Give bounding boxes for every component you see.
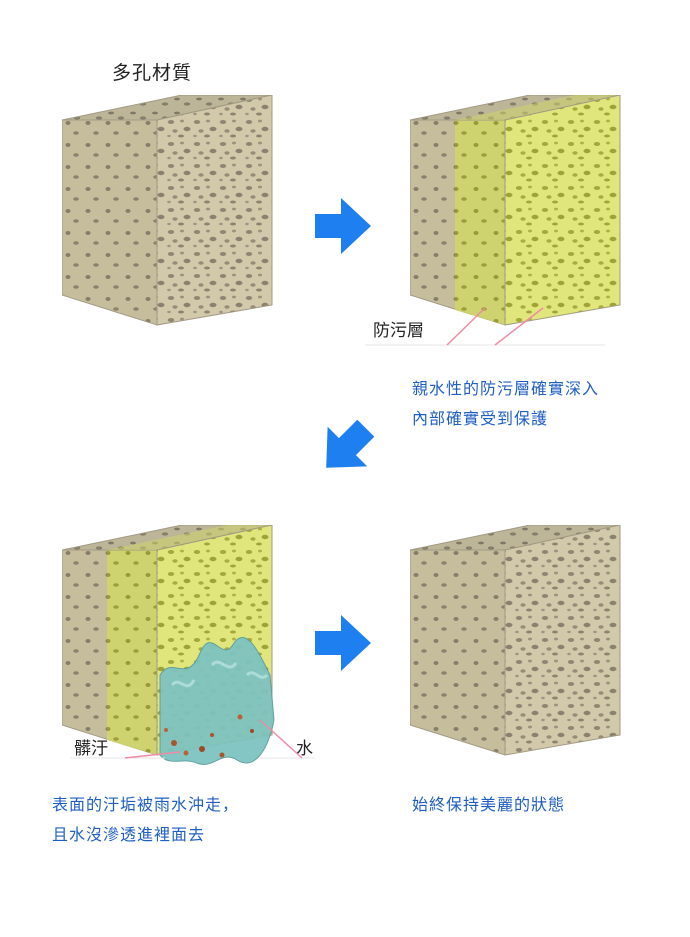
- caption-step2-line2: 且水沒滲透進裡面去: [52, 825, 206, 844]
- arrow-right-icon-2: [315, 615, 371, 671]
- caption-step2-line1: 表面的汙垢被雨水沖走，: [52, 795, 240, 814]
- porous-block-plain: [62, 95, 282, 335]
- dirt-label: 髒汙: [74, 739, 108, 759]
- porous-block-washed: [62, 525, 292, 775]
- coating-label: 防污層: [373, 321, 424, 341]
- coating-leader-line: [365, 300, 615, 350]
- caption-step2: 表面的汙垢被雨水沖走， 且水沒滲透進裡面去: [52, 790, 239, 850]
- caption-step3: 始終保持美麗的狀態: [412, 795, 566, 814]
- caption-step1-line2: 內部確實受到保護: [412, 409, 549, 428]
- arrow-down-left-icon: [318, 420, 374, 476]
- porous-block-clean: [410, 525, 630, 765]
- porous-block-coated: [410, 95, 630, 335]
- water-label: 水: [296, 739, 313, 759]
- caption-step1-line1: 親水性的防污層確實深入: [412, 379, 600, 398]
- caption-step1: 親水性的防污層確實深入 內部確實受到保護: [412, 374, 599, 434]
- arrow-right-icon: [315, 198, 371, 254]
- dirt-water-leader-lines: [70, 700, 320, 770]
- diagram-title: 多孔材質: [112, 62, 193, 84]
